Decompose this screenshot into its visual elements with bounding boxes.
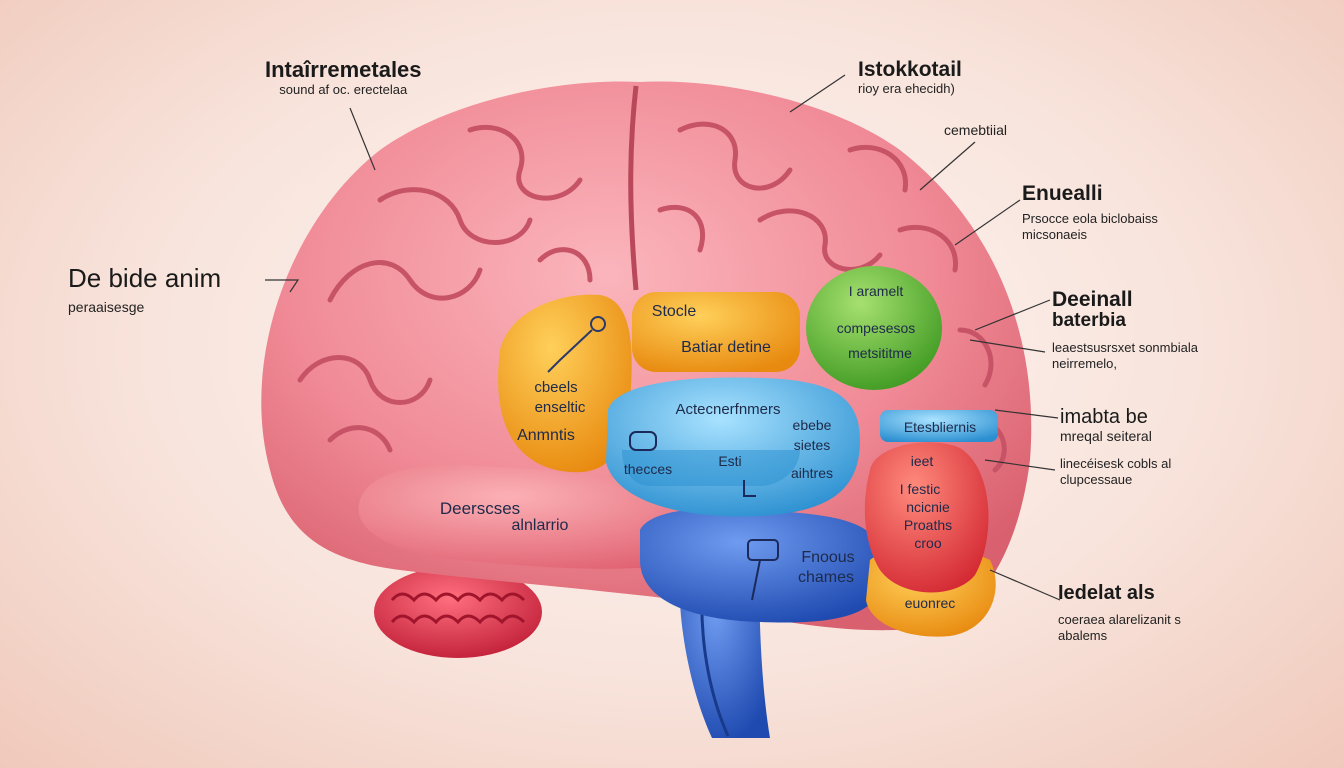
region-text: Proaths [904,517,952,533]
region-text: I festic [900,481,940,497]
region-text: ieet [911,453,934,469]
orange-region-left: cbeels enseltic Anmntis [498,294,632,473]
orange-region-top: Stocle Batiar detine [632,292,800,372]
label-subtitle: Prsocce eola biclobaiss [1022,211,1158,227]
label-subtitle: linecéisesk cobls al [1060,455,1172,471]
region-text: enseltic [535,399,586,416]
green-region: I aramelt compesesos metsititme [806,266,942,390]
label-subtitle: rioy era ehecidh) [858,81,955,97]
label-subtitle: peraaisesge [68,298,145,315]
label-title: imabta be [1060,406,1148,428]
label-title: Istokkotail [858,58,962,81]
label-subtitle: clupcessaue [1060,471,1133,487]
label-subtitle: coeraea alarelizanit s [1058,612,1181,627]
region-text: aihtres [791,465,833,481]
region-text: Esti [718,453,741,469]
blue-region-center: Actecnerfnmers ebebe sietes aihtres thec… [606,377,860,517]
region-text: Batiar detine [681,339,771,356]
region-text: Stocle [652,303,697,320]
region-text: chames [798,569,854,586]
region-icon [629,431,657,451]
label-right-2: Deeinall baterbia leaestsusrsxet sonmbia… [1052,288,1198,372]
label-title-2: baterbia [1052,310,1126,332]
region-text: Deerscses [440,499,520,518]
label-subtitle: neirremelo, [1052,356,1118,372]
region-text: ebebe [793,417,832,433]
label-subtitle: sound af oc. erectelaa [279,82,408,98]
cerebellum [374,566,542,658]
region-text: euonrec [905,595,956,611]
region-icon [590,316,606,332]
region-icon [747,539,779,561]
blue-tag-region: Etesbliernis [880,410,998,442]
region-text: Fnoous [801,549,854,566]
region-text: croo [914,535,941,551]
label-top-right: Istokkotail rioy era ehecidh) [858,58,962,97]
region-text: Etesbliernis [904,419,976,435]
label-subtitle: mreqal seiteral [1060,428,1152,444]
blue-region-lower: Fnoous chames [640,508,885,623]
label-subtitle: leaestsusrsxet sonmbiala [1052,339,1198,355]
region-text: ncicnie [906,499,950,515]
label-subtitle: abalems [1058,628,1108,644]
region-text: metsititme [848,345,912,361]
region-text: cbeels [534,379,577,396]
label-title: Enuealli [1022,182,1103,205]
region-text: alnlarrio [512,517,569,534]
label-right-1: Enuealli Prsocce eola biclobaiss micsona… [1022,182,1158,244]
label-right-3: imabta be mreqal seiteral linecéisesk co… [1060,406,1171,488]
label-subtitle: micsonaeis [1022,227,1088,243]
label-left: De bide anim peraaisesge [68,264,221,316]
label-title: De bide anim [68,263,222,293]
region-text: Anmntis [517,427,575,444]
region-text: thecces [624,461,672,477]
region-text: compesesos [837,320,916,336]
red-region: ieet I festic ncicnie Proaths croo [864,442,989,593]
label-title: Intaîrremetales [265,57,422,82]
region-text: sietes [794,437,831,453]
label-title: Deeinall [1052,288,1133,311]
label-title: Iedelat als [1058,582,1155,604]
label-upper-right: cemebtiial [944,122,1007,140]
callout-lines [265,74,1061,601]
region-text: I aramelt [849,283,904,299]
label-title: cemebtiial [944,122,1008,138]
label-top-left: Intaîrremetales sound af oc. erectelaa [265,57,422,98]
region-text: Actecnerfnmers [675,401,780,418]
label-right-4: Iedelat als coeraea alarelizanit s abale… [1058,582,1181,645]
